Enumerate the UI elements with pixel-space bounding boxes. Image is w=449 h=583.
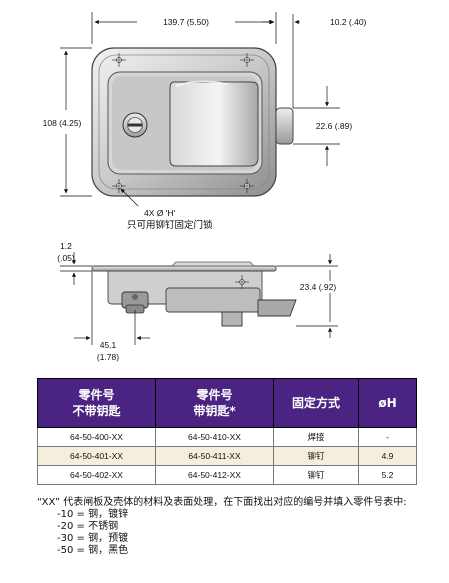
table-row: 64-50-402-XX 64-50-412-XX 铆钉 5.2: [37, 465, 417, 485]
hole-note-sub: 只可用铆钉固定门锁: [127, 219, 213, 231]
table-header-row: 零件号 不带钥匙 零件号 带钥匙* 固定方式 øH: [37, 378, 417, 428]
cell-no-key: 64-50-401-XX: [37, 446, 156, 466]
list-item: -10 = 钢，镀锌: [57, 509, 129, 520]
header-hole-diameter: øH: [358, 378, 417, 428]
material-notes: “XX” 代表闸板及壳体的材料及表面处理，在下面找出对应的编号并填入零件号表中:…: [37, 497, 437, 557]
finish-code-list: -10 = 钢，镀锌 -20 = 不锈钢 -30 = 钢，预镀 -50 = 钢，…: [37, 509, 437, 557]
dim-overall-width: 139.7 (5.50): [163, 17, 209, 27]
cell-with-key: 64-50-411-XX: [155, 446, 274, 466]
list-item: -50 = 钢，黑色: [57, 545, 129, 556]
latch-bolt: [257, 299, 297, 317]
cell-with-key: 64-50-410-XX: [155, 427, 274, 447]
cell-hole-diameter: 4.9: [358, 446, 417, 466]
list-item: -20 = 不锈钢: [57, 521, 119, 532]
cell-mounting: 焊接: [273, 427, 359, 447]
dim-thickness-1: 1.2: [60, 241, 72, 251]
part-number-table: 零件号 不带钥匙 零件号 带钥匙* 固定方式 øH 64-50-400-XX 6…: [37, 378, 417, 485]
cell-hole-diameter: 5.2: [358, 465, 417, 485]
dim-lower-1: 45.1: [100, 340, 117, 350]
table-row: 64-50-400-XX 64-50-410-XX 焊接 -: [37, 427, 417, 447]
notes-intro: “XX” 代表闸板及壳体的材料及表面处理，在下面找出对应的编号并填入零件号表中:: [37, 497, 407, 508]
side-flange: [91, 265, 277, 272]
table-row: 64-50-401-XX 64-50-411-XX 铆钉 4.9: [37, 446, 417, 466]
rivet-holes: [112, 53, 254, 193]
cell-mounting: 铆钉: [273, 446, 359, 466]
header-mounting: 固定方式: [273, 378, 359, 428]
technical-drawing: 139.7 (5.50) 10.2 (.40) 108 (4.25) 22.6 …: [43, 12, 367, 362]
dim-knob-height: 22.6 (.89): [316, 121, 353, 131]
cell-with-key: 64-50-412-XX: [155, 465, 274, 485]
hole-note: 4X Ø 'H': [144, 208, 175, 218]
cell-no-key: 64-50-400-XX: [37, 427, 156, 447]
dim-right-offset: 10.2 (.40): [330, 17, 367, 27]
side-knob: [275, 107, 294, 145]
header-with-key: 零件号 带钥匙*: [155, 378, 274, 428]
dim-lower-2: (1.78): [97, 352, 119, 362]
latch-paddle-handle: [169, 81, 259, 167]
cell-no-key: 64-50-402-XX: [37, 465, 156, 485]
dim-overall-height: 108 (4.25): [43, 118, 82, 128]
dim-depth: 23.4 (.92): [300, 282, 337, 292]
cell-mounting: 铆钉: [273, 465, 359, 485]
dim-thickness-2: (.05): [57, 253, 75, 263]
header-no-key: 零件号 不带钥匙: [37, 378, 156, 428]
list-item: -30 = 钢，预镀: [57, 533, 129, 544]
cell-hole-diameter: -: [358, 427, 417, 447]
latch-drawing-svg: 139.7 (5.50) 10.2 (.40) 108 (4.25) 22.6 …: [43, 12, 367, 362]
